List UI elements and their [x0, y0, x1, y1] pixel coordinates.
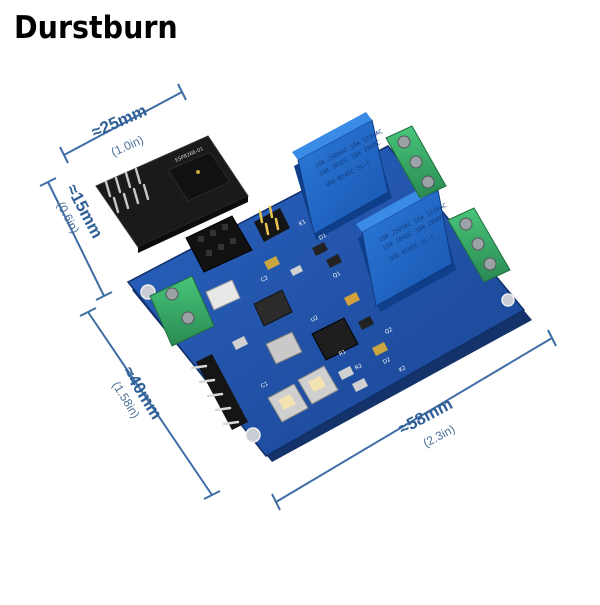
silk-q1: Q1 [332, 271, 342, 280]
silk-q2: Q2 [384, 327, 394, 336]
silk-u2: U2 [310, 315, 319, 324]
silk-c1: C1 [260, 381, 269, 390]
dimension-lines [39, 83, 557, 511]
components [205, 242, 388, 392]
silk-d1: D1 [318, 233, 328, 242]
power-terminal-block [149, 275, 215, 347]
silk-c2: C2 [260, 275, 269, 284]
push-buttons [267, 365, 339, 423]
brand-title: Durstburn [14, 10, 178, 46]
silk-k1: K1 [298, 219, 307, 228]
relay-board: 10A 250VAC 10A 125VAC 10A 30VDC 10A 28VD… [126, 112, 532, 462]
silk-r2: R2 [354, 363, 363, 372]
dim-width-module-inch: (1.0in) [109, 133, 146, 160]
silk-d2: D2 [382, 357, 392, 366]
silk-k2: K2 [398, 365, 407, 374]
silk-r1: R1 [338, 349, 347, 358]
pin-header [190, 354, 248, 430]
relay-k2: 10A 250VAC 10A 125VAC 10A 30VDC 10A 28VD… [356, 182, 456, 312]
relay-k1: 10A 250VAC 10A 125VAC 10A 30VDC 10A 28VD… [292, 112, 392, 240]
silkscreen-labels: K1 K2 C2 U2 D1 D2 Q1 Q2 R1 R2 C1 [260, 219, 407, 390]
esp-module: ESP8266-01 [95, 135, 249, 253]
terminal-block-k2 [447, 207, 511, 283]
jumper-header [254, 205, 290, 242]
esp-socket [185, 215, 253, 273]
terminal-block-k1 [385, 125, 447, 199]
